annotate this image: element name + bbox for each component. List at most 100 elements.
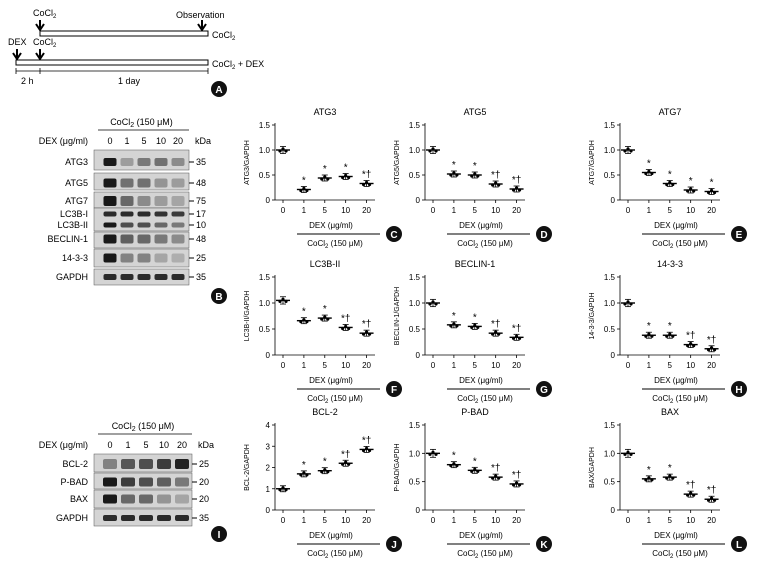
- chart-significance-mark: *†: [341, 313, 350, 324]
- chart-data-point: [320, 317, 324, 321]
- chart-data-point: [341, 462, 345, 466]
- chart-x-tick-label: 1: [452, 206, 457, 215]
- chart-data-point: [428, 452, 432, 456]
- chart-treatment-label: CoCl2 (150 μM): [652, 549, 708, 560]
- chart-x-tick-label: 0: [626, 516, 631, 525]
- chart-data-point: [470, 174, 474, 178]
- chart-treatment-label: CoCl2 (150 μM): [457, 549, 513, 560]
- chart-significance-mark: *†: [362, 319, 371, 330]
- blot-band: [139, 494, 153, 504]
- chart-data-point: [455, 173, 459, 177]
- chart-x-tick-label: 1: [647, 361, 652, 370]
- chart-y-tick-label: 0: [611, 196, 616, 205]
- chart-x-tick-label: 10: [491, 206, 500, 215]
- chart-y-label: BECLIN-1/GAPDH: [394, 287, 401, 345]
- chart-data-point: [706, 348, 711, 352]
- chart-data-point: [367, 448, 372, 453]
- blot-lane-label: 20: [173, 136, 183, 146]
- chart-data-point: [511, 188, 516, 192]
- panel-letter-badge: [386, 381, 402, 397]
- blot-band: [103, 494, 117, 504]
- chart-x-tick-label: 10: [341, 206, 350, 215]
- chart-data-point: [431, 300, 435, 304]
- chart-data-point: [514, 186, 519, 190]
- chart-significance-mark: *†: [491, 170, 500, 181]
- chart-data-point: [511, 483, 516, 487]
- chart-y-tick-label: 1.5: [409, 121, 421, 130]
- chart-x-tick-label: 1: [452, 361, 457, 370]
- chart-treatment-label: CoCl2 (150 μM): [307, 549, 363, 560]
- chart-data-point: [497, 332, 501, 336]
- chart-data-point: [281, 297, 285, 301]
- chart-y-tick-label: 1.5: [604, 121, 616, 130]
- blot-band: [120, 274, 134, 280]
- blot-dex-label: DEX (μg/ml): [39, 136, 88, 146]
- chart-data-point: [344, 173, 348, 178]
- blot-mw-label: 10: [196, 220, 206, 230]
- chart-x-label: DEX (μg/ml): [654, 376, 698, 385]
- panel-letter-badge: [211, 288, 227, 304]
- chart-data-point: [305, 320, 309, 324]
- arrow-down-icon: [35, 20, 45, 32]
- chart-x-label: DEX (μg/ml): [654, 531, 698, 540]
- blot-band: [137, 211, 151, 217]
- chart-y-tick-label: 0: [611, 351, 616, 360]
- chart-y-label: ATG7/GAPDH: [589, 140, 596, 185]
- blot-row-label: ATG5: [65, 178, 88, 188]
- blot-dex-label: DEX (μg/ml): [39, 440, 88, 450]
- chart-data-point: [364, 330, 369, 334]
- chart-data-point: [497, 476, 501, 480]
- chart-data-point: [511, 336, 516, 340]
- chart-data-point: [491, 183, 495, 187]
- chart-y-tick-label: 0.5: [604, 478, 616, 487]
- blot-band: [139, 515, 153, 521]
- chart-data-point: [689, 491, 693, 495]
- chart-data-point: [470, 325, 474, 329]
- panel-letter: I: [218, 530, 221, 541]
- chart-data-point: [326, 177, 330, 181]
- chart-data-point: [470, 469, 474, 473]
- chart-x-tick-label: 1: [302, 361, 307, 370]
- chart-significance-mark: *†: [491, 319, 500, 330]
- chart-data-point: [428, 302, 432, 306]
- chart-data-point: [326, 470, 330, 474]
- blot-band: [171, 274, 185, 280]
- chart-x-tick-label: 5: [668, 516, 673, 525]
- blot-band: [171, 196, 185, 206]
- chart-y-tick-label: 1.0: [409, 146, 421, 155]
- chart-data-point: [476, 325, 480, 329]
- chart-data-point: [455, 464, 459, 468]
- chart-data-point: [514, 481, 519, 485]
- schematic-one-day: 1 day: [118, 76, 141, 86]
- blot-band: [154, 274, 168, 280]
- chart-y-tick-label: 1: [266, 485, 271, 494]
- chart-data-point: [668, 332, 672, 336]
- chart-x-tick-label: 10: [686, 516, 695, 525]
- chart-data-point: [692, 189, 696, 193]
- blot-band: [103, 234, 117, 244]
- chart-data-point: [431, 147, 435, 151]
- blot-row-label: P-BAD: [60, 477, 88, 487]
- blot-kda-label: kDa: [195, 136, 211, 146]
- chart-data-point: [361, 448, 366, 453]
- chart-title: BECLIN-1: [455, 259, 496, 269]
- blot-band: [137, 222, 151, 228]
- chart-data-point: [647, 476, 651, 480]
- chart-data-point: [347, 326, 351, 331]
- chart-y-label: LC3B-II/GAPDH: [244, 291, 251, 342]
- blot-band: [175, 515, 189, 521]
- chart-data-point: [323, 468, 327, 472]
- blot-row-label: BAX: [70, 494, 88, 504]
- chart-data-point: [647, 332, 651, 336]
- chart-data-point: [305, 473, 309, 477]
- chart-y-tick-label: 2: [266, 464, 271, 473]
- chart-y-label: ATG3/GAPDH: [244, 140, 251, 185]
- chart-data-point: [647, 169, 651, 174]
- chart-significance-mark: *: [668, 170, 672, 181]
- blot-band: [137, 196, 151, 206]
- chart-y-tick-label: 0.5: [409, 478, 421, 487]
- panel-letter: A: [215, 85, 222, 96]
